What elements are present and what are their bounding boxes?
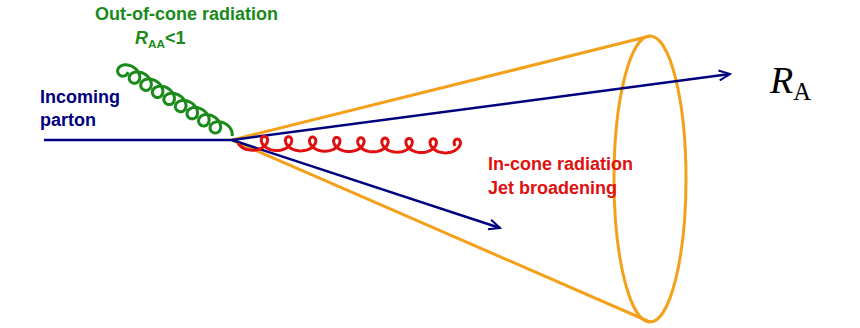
cone-edge: [232, 36, 650, 322]
text-label: Out-of-cone radiation: [95, 4, 278, 24]
jet-parton-arrow: [232, 140, 500, 228]
label-group: RA: [770, 58, 811, 106]
incoming-parton-line: [44, 139, 232, 142]
text-label: In-cone radiation: [488, 154, 633, 174]
text-label: Jet broadening: [488, 178, 617, 198]
label-group: In-cone radiation: [488, 154, 633, 175]
jet-parton-arrow: [232, 74, 730, 140]
text-label: R: [135, 28, 148, 48]
label-group: Incoming parton: [40, 86, 140, 131]
cone-mouth: [614, 36, 686, 322]
text-label: R: [770, 59, 793, 101]
in-cone-gluon: [238, 136, 461, 153]
text-label: <1: [165, 28, 186, 48]
subscript-label: AA: [148, 37, 165, 50]
label-group: Jet broadening: [488, 178, 617, 199]
label-group: RAA<1: [135, 28, 185, 50]
subscript-label: A: [793, 78, 811, 105]
text-label: Incoming parton: [40, 87, 120, 130]
label-group: Out-of-cone radiation: [95, 4, 278, 25]
out-of-cone-gluon: [118, 65, 233, 136]
